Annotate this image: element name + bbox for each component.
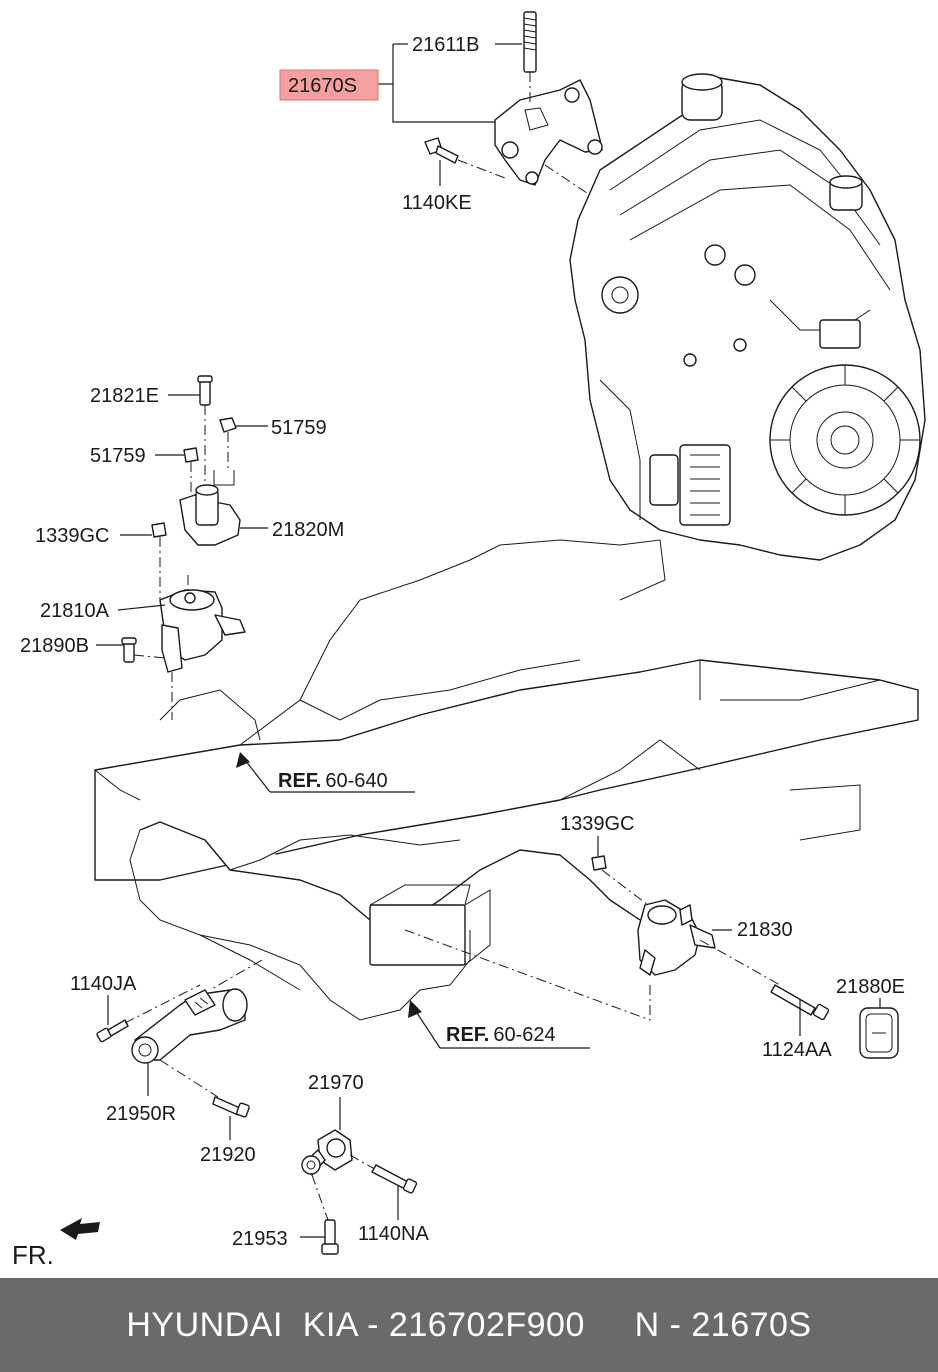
engine-illustration: [569, 73, 926, 561]
nut-1339GC-left: [151, 522, 167, 600]
mount-21830: [637, 899, 716, 976]
footer-bar: HYUNDAI KIA - 216702F900 N - 21670S: [0, 1278, 938, 1372]
nut-51759-right: [219, 417, 237, 470]
label-21821E: 21821E: [90, 385, 159, 407]
frame-rail: [94, 539, 919, 881]
bracket-21970: [301, 1129, 353, 1176]
label-1339GC-right: 1339GC: [560, 813, 635, 835]
label-1124AA: 1124AA: [762, 1039, 832, 1061]
stud-21611B: [523, 11, 537, 102]
bolt-21821E: [197, 375, 213, 495]
nut-51759-left: [183, 447, 199, 495]
label-21890B: 21890B: [20, 635, 89, 657]
label-1140KE: 1140KE: [402, 192, 472, 214]
label-21810A: 21810A: [40, 600, 110, 622]
bolt-1140JA: [96, 984, 201, 1043]
nut-1339GC-right: [591, 855, 649, 906]
label-1140JA: 1140JA: [70, 973, 137, 995]
label-21830: 21830: [737, 919, 793, 941]
label-21953: 21953: [232, 1228, 288, 1250]
rod-21950R: [131, 988, 248, 1064]
subframe: [129, 821, 641, 1021]
label-51759-left: 51759: [90, 445, 146, 467]
ref-arrow-60-624: [408, 1000, 422, 1018]
ref-arrow-60-640: [236, 752, 250, 768]
bracket-21820M: [179, 470, 241, 546]
label-21950R: 21950R: [106, 1103, 176, 1125]
label-1339GC-left: 1339GC: [35, 525, 110, 547]
bolt-1140KE: [424, 137, 506, 179]
label-21970: 21970: [308, 1072, 364, 1094]
highlight-21670S: [279, 69, 379, 101]
label-21880E: 21880E: [836, 976, 905, 998]
label-21670S: 21670S: [288, 75, 357, 97]
fr-arrow-icon: [60, 1218, 100, 1240]
bolt-1140NA: [371, 1164, 418, 1194]
label-21611B: 21611B: [412, 34, 479, 56]
footer-part-number: HYUNDAI KIA - 216702F900 N - 21670S: [126, 1305, 812, 1344]
bolt-21890B: [121, 637, 166, 663]
plate-21880E: [859, 1007, 899, 1059]
mount-21810A: [159, 575, 246, 673]
label-fr: FR.: [12, 1240, 54, 1270]
parts-diagram: 21611B 21670S 1140KE 21821E 51759 51759 …: [12, 11, 926, 1270]
label-21820M: 21820M: [272, 519, 344, 541]
bolt-21953: [321, 1219, 339, 1255]
label-1140NA: 1140NA: [358, 1223, 429, 1245]
ref-60-624: REF.60-624: [446, 1024, 556, 1046]
bolt-21920: [212, 1096, 250, 1118]
label-51759-right: 51759: [271, 417, 327, 439]
ref-60-640: REF.60-640: [278, 770, 388, 792]
bolt-1124AA: [770, 984, 830, 1021]
bracket-21670S: [494, 79, 603, 186]
label-21920: 21920: [200, 1144, 256, 1166]
